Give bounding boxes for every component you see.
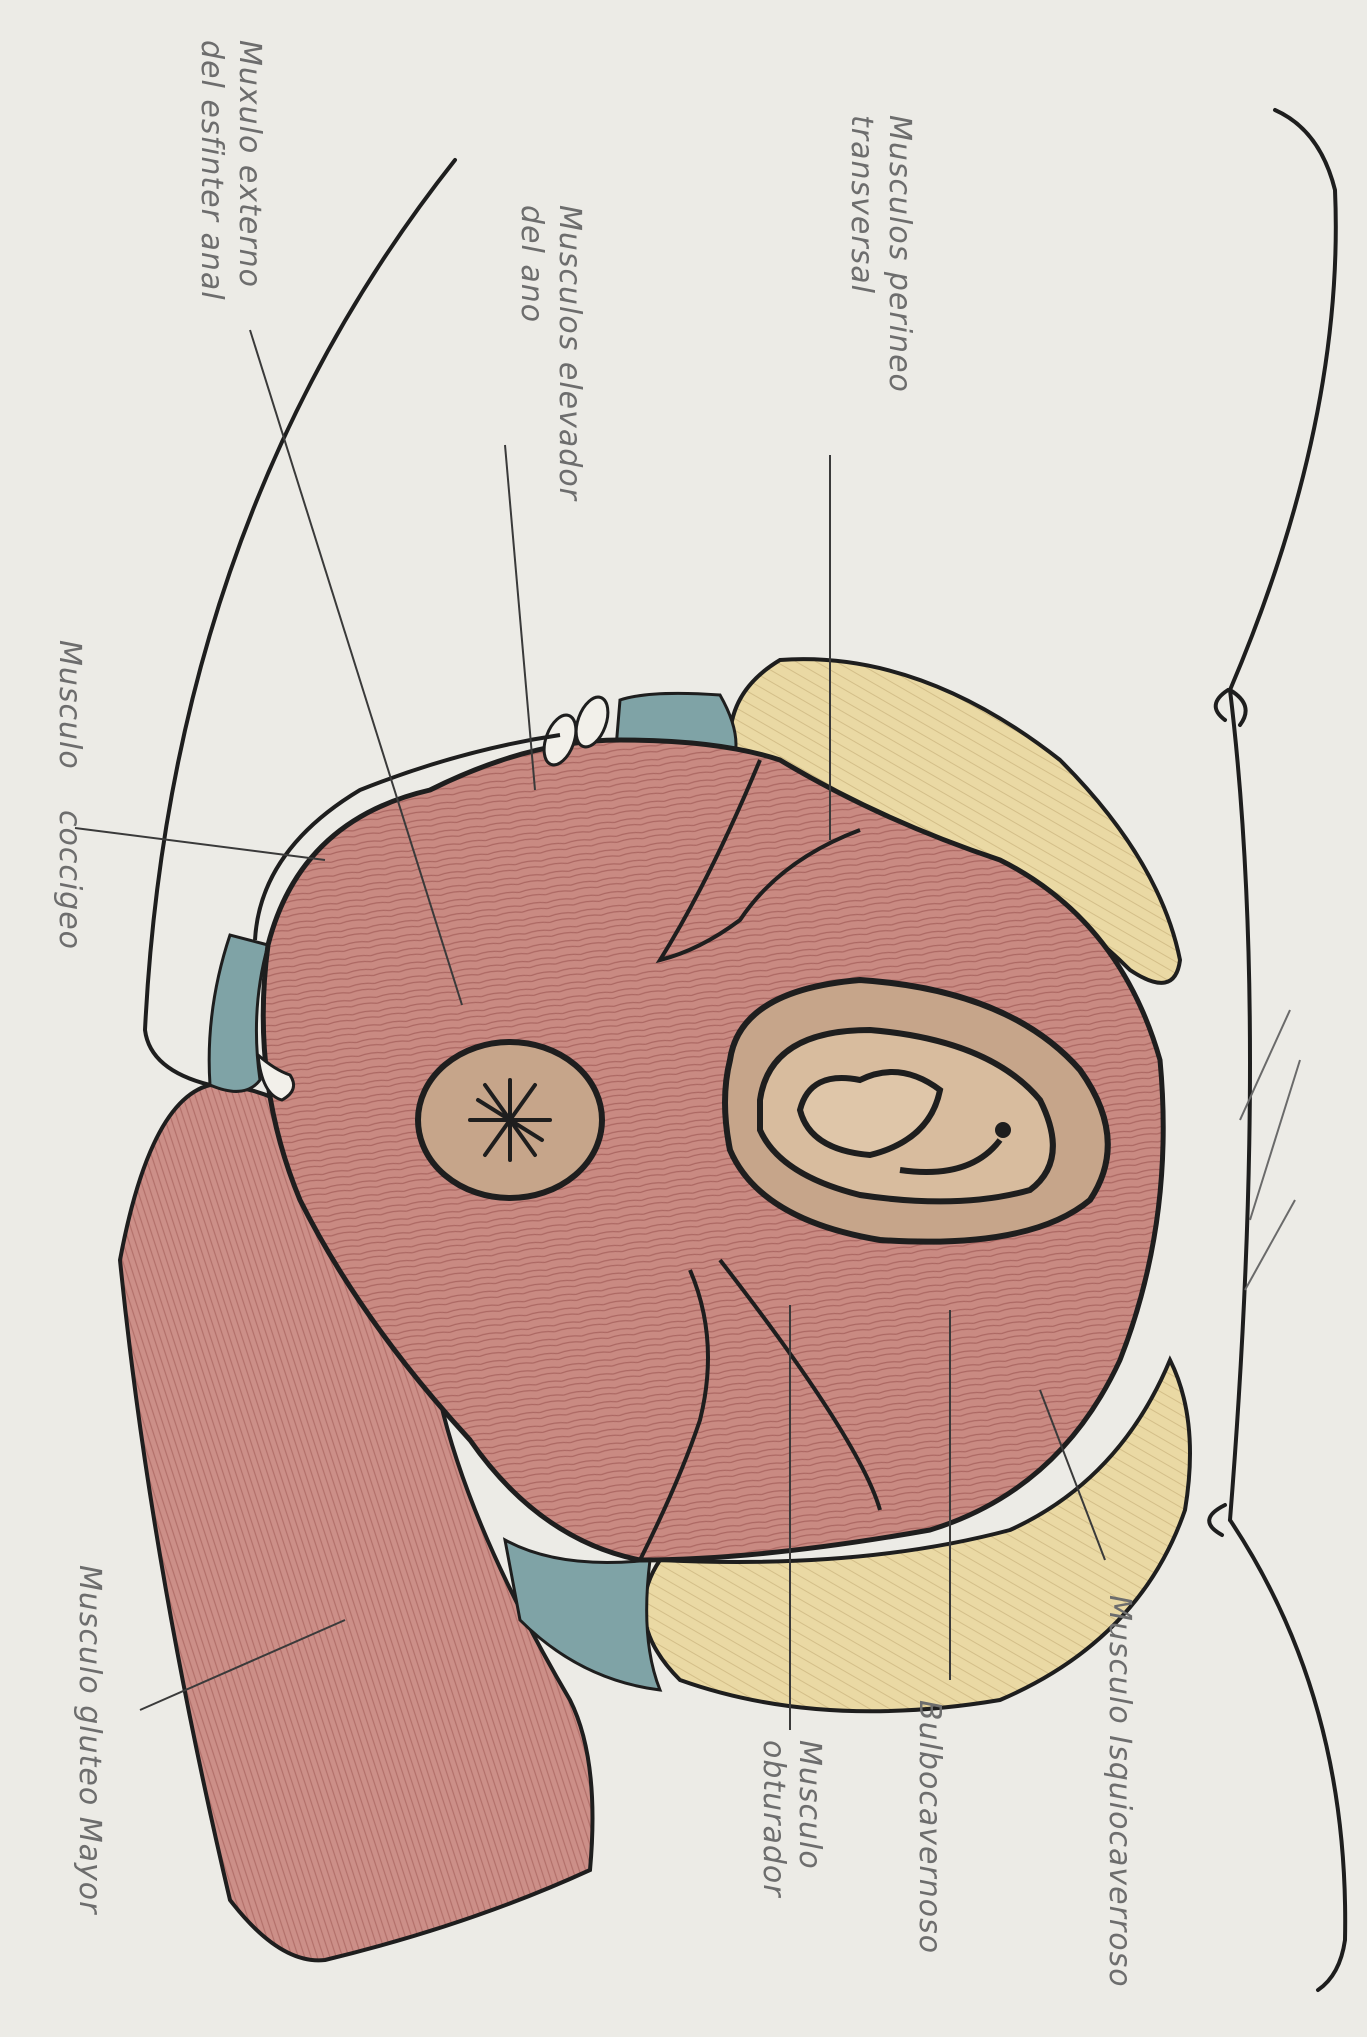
label-coccigeo-line2: coccigeo: [52, 810, 87, 950]
label-gluteo: Musculo gluteo Mayor: [72, 1565, 107, 1915]
label-isquio: Musculo Isquiocaverroso: [1102, 1595, 1137, 1988]
label-obturador-line2: obturador: [756, 1740, 791, 1898]
label-perineo-line2: transversal: [844, 115, 879, 294]
leader-elevador: [505, 445, 535, 790]
label-obturador-line1: Musculo: [792, 1740, 827, 1870]
label-esfinter-line1: Muxulo externo: [232, 40, 267, 288]
label-perineo: Musculos perineo transversal: [844, 115, 917, 393]
anal-opening: [418, 1042, 602, 1198]
label-elevador: Musculos elevador del ano: [514, 205, 587, 502]
label-gluteo-text: Musculo gluteo Mayor: [72, 1565, 107, 1915]
label-esfinter-line2: del esfinter anal: [194, 40, 229, 301]
outline-right-lower: [1230, 1520, 1345, 1990]
label-isquio-text: Musculo Isquiocaverroso: [1102, 1595, 1137, 1988]
leader-coccigeo: [75, 828, 325, 860]
label-bulbo: Bulbocavernoso: [912, 1700, 947, 1954]
label-perineo-line1: Musculos perineo: [882, 115, 917, 393]
outline-right-upper: [1230, 110, 1336, 725]
outline-tick-lower: [1209, 1505, 1225, 1535]
outline-tick-upper: [1216, 690, 1228, 720]
label-bulbo-text: Bulbocavernoso: [912, 1700, 947, 1954]
label-coccigeo: Musculo coccigeo: [52, 640, 87, 950]
label-esfinter: Muxulo externo del esfinter anal: [194, 40, 267, 301]
label-elevador-line1: Musculos elevador: [552, 205, 587, 502]
label-elevador-line2: del ano: [514, 205, 549, 323]
label-coccigeo-line1: Musculo: [52, 640, 87, 770]
label-obturador: Musculo obturador: [756, 1740, 827, 1898]
